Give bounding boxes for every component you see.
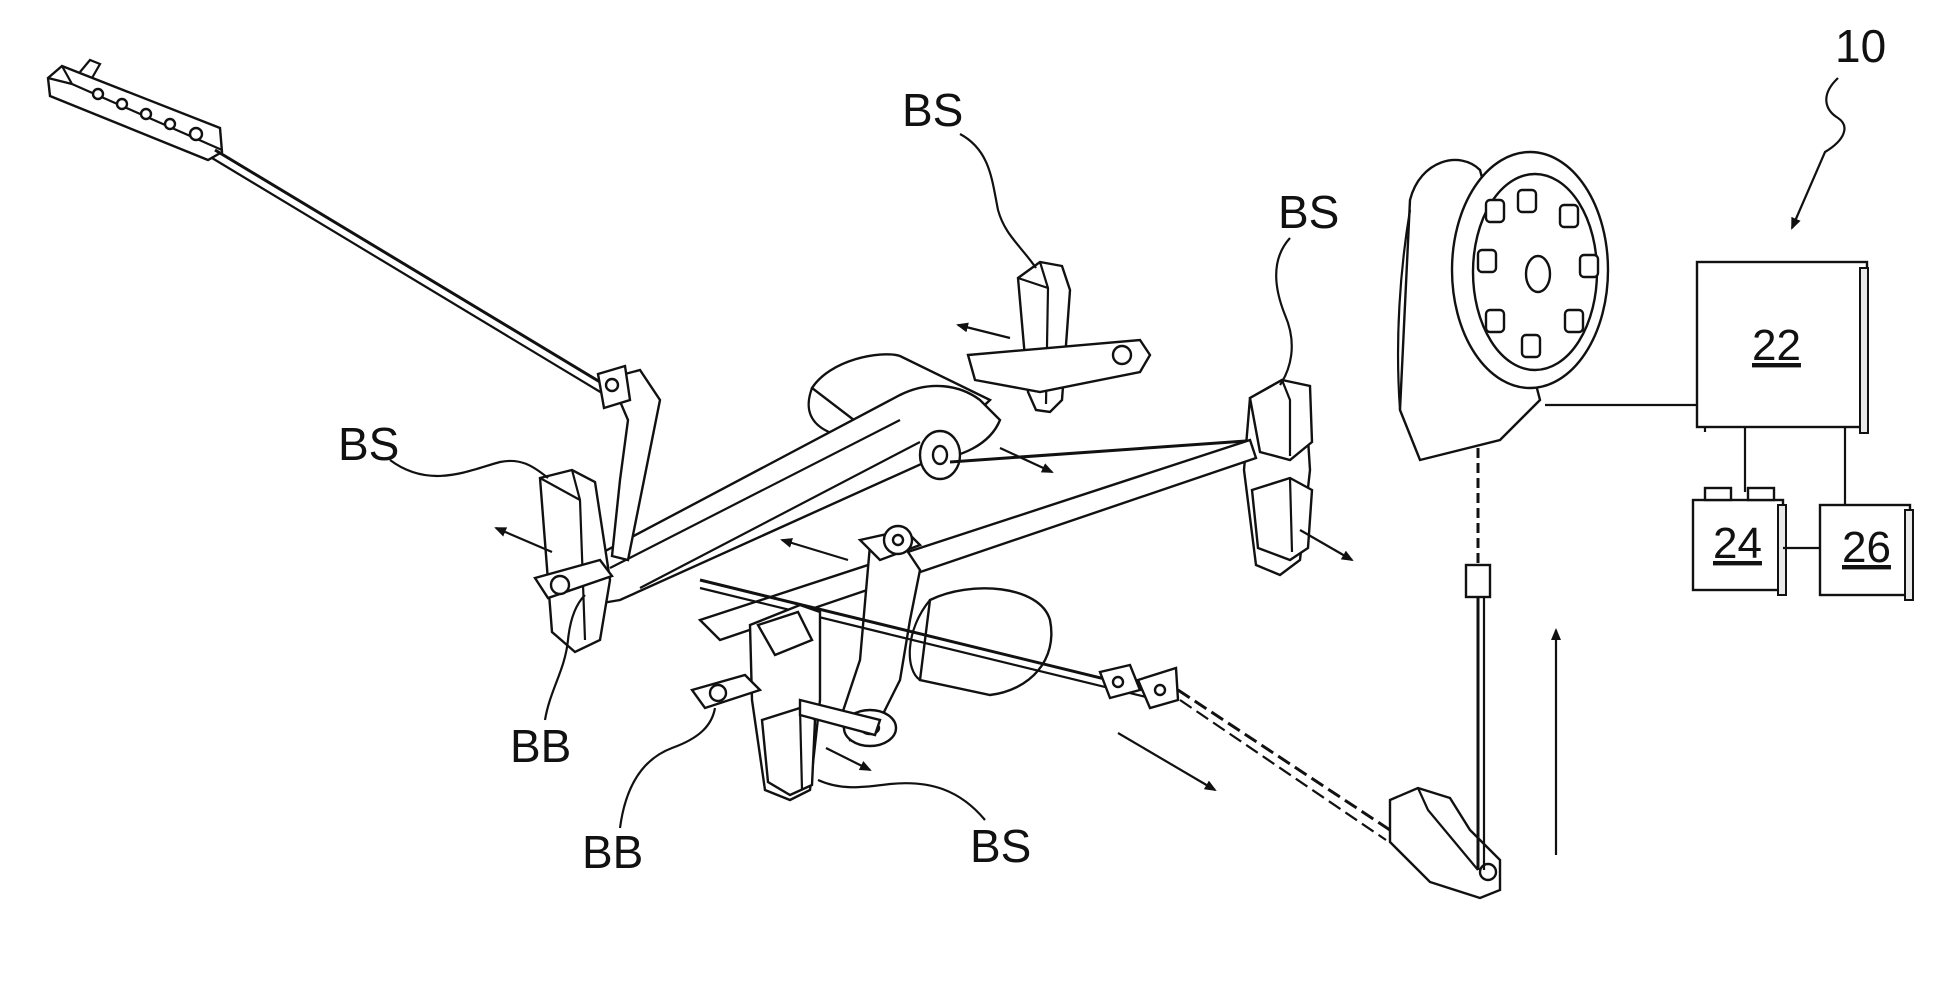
label-bs-bottom: BS <box>970 820 1031 872</box>
left-brake-shoe <box>535 366 660 652</box>
controller-box-22-label: 22 <box>1752 321 1801 370</box>
actuating-lever <box>48 60 605 393</box>
reel-unit <box>1398 152 1697 870</box>
unit-box-24-label: 24 <box>1713 519 1762 568</box>
label-bb-left: BB <box>510 720 571 772</box>
label-bs-left: BS <box>338 418 399 470</box>
label-bs-top: BS <box>902 84 963 136</box>
chain-and-pulley <box>1138 668 1500 898</box>
label-bs-upper-right: BS <box>1278 186 1339 238</box>
reference-numeral-10: 10 <box>1835 20 1886 72</box>
control-system-10: 22 24 26 10 <box>1693 20 1913 600</box>
label-bb-bottom: BB <box>582 826 643 878</box>
unit-box-26-label: 26 <box>1842 523 1891 572</box>
